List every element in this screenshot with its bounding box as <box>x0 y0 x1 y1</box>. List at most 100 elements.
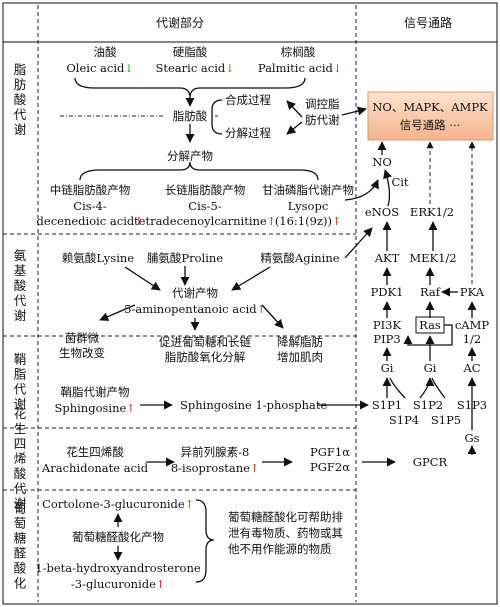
arrow-enos-to-no <box>383 169 392 207</box>
pip3-label: PIP3 <box>373 332 400 346</box>
lcfa-name1: Cis-5- <box>188 199 222 213</box>
gpl-name1: Lysopc <box>288 199 329 213</box>
section-label-char: 萄 <box>14 516 27 531</box>
gi1-label: Gi <box>381 361 394 375</box>
lcfa-up-arrow: ↑ <box>267 215 276 228</box>
sphingo-product-en: Sphingosine <box>54 401 126 415</box>
arrow-to-synthesis <box>286 100 303 118</box>
section-label-char: 代 <box>14 107 27 122</box>
reduce-line2: 增加肌肉 <box>277 350 323 364</box>
section-label-char: 谢 <box>14 397 27 412</box>
fatty-right-brace <box>211 99 223 135</box>
arrow-to-decomposition <box>286 121 303 135</box>
flora-line1: 菌群微 <box>65 331 100 345</box>
sphingo-product-cn: 鞘脂代谢产物 <box>61 385 130 399</box>
metab-product-label: 代谢产物 <box>172 286 218 300</box>
hydroxy-up-arrow: ↑ <box>156 578 165 591</box>
mcfa-name1: Cis-4- <box>73 199 107 213</box>
cit-label: Cit <box>391 175 408 189</box>
pdk1-label: PDK1 <box>371 285 404 299</box>
mcfa-name2: decenedioic acid <box>37 214 135 228</box>
mcfa-label: 中链脂肪酸产物 <box>50 183 131 197</box>
proline-label: 脯氨酸Proline <box>147 251 223 265</box>
fatty-acid-label: 脂肪酸 <box>173 109 208 123</box>
promote-line2: 脂肪酸氧化分解 <box>165 350 246 364</box>
section-label-char: 代 <box>14 382 27 397</box>
arrow-gpl-to-no <box>344 179 379 201</box>
gpl-label: 甘油磷脂代谢产物 <box>262 183 354 197</box>
arginine-label: 精氨酸Aginine <box>260 251 339 265</box>
products-label: 分解产物 <box>167 149 213 163</box>
section-label-char: 四 <box>14 436 27 451</box>
pgf1-label: PGF1α <box>310 445 350 459</box>
oleic-down-arrow: ↓ <box>124 62 133 75</box>
svg-text:decenedioic acid↑: decenedioic acid↑ <box>37 214 144 228</box>
arrow-s1p4-to-gi <box>389 377 406 399</box>
section-label-char: 酸 <box>14 561 27 576</box>
arrow-arginine-to-enos <box>344 227 373 259</box>
isoprostane-cn: 异前列腺素-8 <box>181 445 250 459</box>
arach-en: Arachidonate acid <box>41 461 149 475</box>
ac-label: AC <box>462 361 480 375</box>
isoprostane-up-arrow: ↑ <box>250 462 259 475</box>
header-metabolism: 代谢部分 <box>156 15 204 30</box>
section-label-char: 酸 <box>14 278 27 293</box>
svg-text:Sphingosine↑: Sphingosine↑ <box>54 401 135 415</box>
palmitic-en: Palmitic acid <box>258 61 334 75</box>
arrow-ras-to-pi3k <box>403 324 453 346</box>
oleic-cn: 油酸 <box>94 45 117 59</box>
svg-text:Cortolone-3-glucuronide↑: Cortolone-3-glucuronide↑ <box>42 497 194 511</box>
section-arachidonic: 花生四烯酸代谢 <box>14 406 27 511</box>
raf-label: Raf <box>420 285 441 299</box>
section-sphingolipid: 鞘脂代谢 <box>14 352 27 412</box>
section-label-char: 葡 <box>14 501 27 516</box>
oleic-en: Oleic acid <box>66 61 125 75</box>
gpl-name2: (16:1(9z)) <box>275 214 332 228</box>
s1p5-label: S1P5 <box>431 413 461 427</box>
section-label-char: 谢 <box>14 308 27 323</box>
section-label-char: 烯 <box>14 451 27 466</box>
section-label-char: 醛 <box>14 546 27 561</box>
section-label-char: 酸 <box>14 92 27 107</box>
signal-box-line2: 信号通路 ··· <box>400 118 461 132</box>
synthesis-label: 合成过程 <box>225 93 271 107</box>
stearic-down-arrow: ↓ <box>225 62 234 75</box>
camp-sub-label: 1/2 <box>463 332 482 346</box>
arrow-lysine-to-product <box>124 266 161 291</box>
erk-label: ERK1/2 <box>410 205 454 219</box>
gi2-label: Gi <box>424 361 437 375</box>
cortolone-up-arrow: ↑ <box>185 498 194 511</box>
section-label-char: 谢 <box>14 122 27 137</box>
sphingo-phosphate: Sphingosine 1-phosphate <box>180 398 328 412</box>
section-label-char: 花 <box>14 406 27 421</box>
stearic-en: Stearic acid <box>156 61 226 75</box>
section-glucuronidation: 葡萄糖醛酸化 <box>14 501 27 591</box>
regulate-line1: 调控脂 <box>305 97 340 111</box>
gpcr-label: GPCR <box>413 455 448 469</box>
svg-text:(16:1(9z))↑: (16:1(9z))↑ <box>275 214 341 228</box>
gs-label: Gs <box>464 431 479 445</box>
mek-label: MEK1/2 <box>409 251 456 265</box>
gpl-up-arrow: ↑ <box>332 215 341 228</box>
arach-cn: 花生四烯酸 <box>66 445 124 459</box>
palmitic-cn: 棕榈酸 <box>281 45 316 59</box>
mcfa-up-arrow: ↑ <box>134 215 143 228</box>
signal-box-line1: NO、MAPK、AMPK <box>372 100 488 114</box>
header-signaling: 信号通路 <box>404 15 452 30</box>
lcfa-label: 长链脂肪酸产物 <box>165 183 246 197</box>
section-fatty-acid: 脂肪酸代谢 <box>14 62 27 137</box>
metab-product-name: 5-aminopentanoic acid <box>124 302 257 316</box>
section-label-char: 生 <box>14 421 27 436</box>
lysine-label: 赖氨酸Lysine <box>62 251 134 265</box>
arrow-s1p5-to-gi <box>431 377 446 399</box>
section-label-char: 肪 <box>14 77 27 92</box>
regulate-line2: 肪代谢 <box>305 113 340 127</box>
svg-text:-3-glucuronide↑: -3-glucuronide↑ <box>71 577 165 591</box>
section-label-char: 化 <box>14 576 27 591</box>
s1p1-label: S1P1 <box>372 398 402 412</box>
ras-label: Ras <box>419 318 441 332</box>
gluc-note-line3: 他不用作能源的物质 <box>228 542 332 556</box>
